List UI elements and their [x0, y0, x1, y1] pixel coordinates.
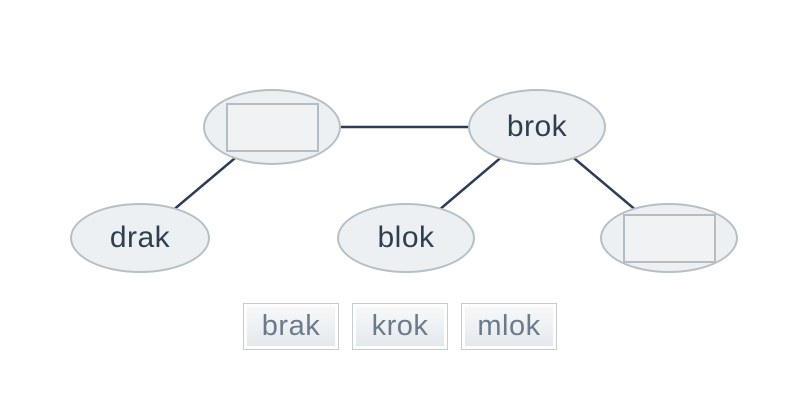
node-blok: blok: [337, 203, 475, 273]
word-tile-krok-label: krok: [371, 310, 429, 342]
word-tile-mlok[interactable]: mlok: [465, 307, 553, 346]
node-brok-label: brok: [506, 110, 568, 143]
drop-slot-1[interactable]: [225, 102, 319, 152]
node-drak-label: drak: [109, 221, 171, 254]
node-brok: brok: [468, 89, 606, 165]
drop-slot-2[interactable]: [622, 213, 716, 263]
word-tile-slot-2: krok: [352, 303, 448, 350]
node-empty-slot-2: [600, 203, 738, 273]
word-tile-slot-1: brak: [243, 303, 339, 350]
node-empty-slot-1: [203, 89, 341, 165]
node-drak: drak: [70, 203, 210, 273]
word-tile-krok[interactable]: krok: [356, 307, 444, 346]
word-tile-mlok-label: mlok: [477, 310, 541, 342]
node-blok-label: blok: [377, 221, 435, 254]
word-tile-slot-3: mlok: [461, 303, 557, 350]
word-tile-brak-label: brak: [261, 310, 321, 342]
word-bank: brak krok mlok: [243, 303, 557, 350]
word-tile-brak[interactable]: brak: [247, 307, 335, 346]
